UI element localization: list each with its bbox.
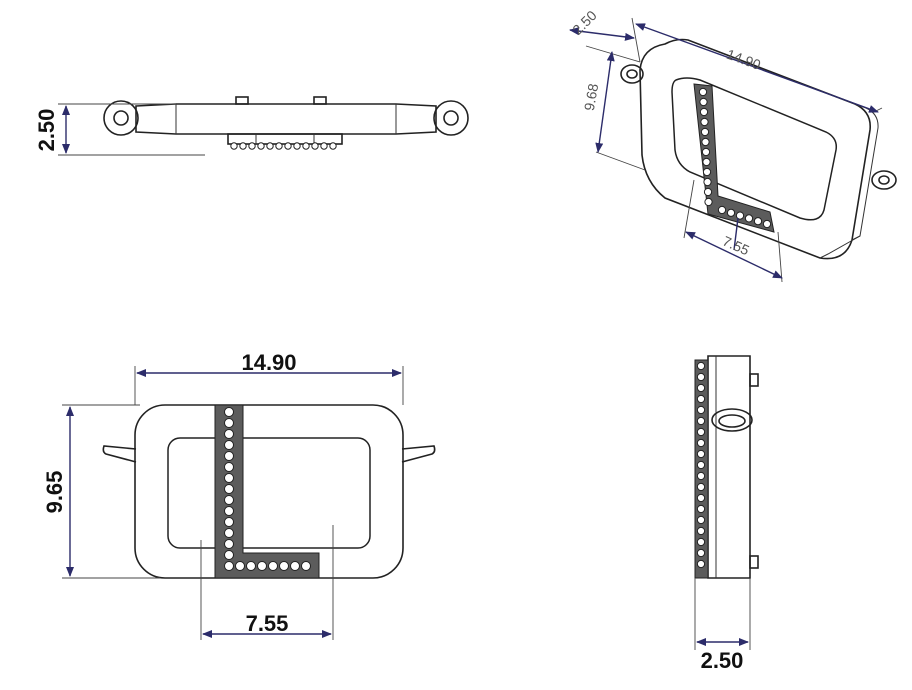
gem-stone bbox=[235, 561, 245, 571]
gem-stone bbox=[696, 471, 706, 481]
gem-stone bbox=[293, 142, 301, 150]
gem-stone bbox=[696, 383, 706, 393]
front-gem-bar bbox=[214, 404, 320, 579]
gem-stone bbox=[239, 142, 247, 150]
right-loop bbox=[433, 100, 469, 136]
right-view: 2.50 bbox=[694, 355, 759, 673]
gem-stone bbox=[279, 561, 289, 571]
gem-stone bbox=[224, 506, 234, 516]
gem-stone bbox=[735, 211, 745, 220]
gem-stone bbox=[701, 137, 710, 147]
gem-stone bbox=[275, 142, 283, 150]
isometric-view: 14.90 2.50 9.68 7.55 bbox=[569, 7, 897, 283]
gem-stone bbox=[257, 561, 267, 571]
gem-stone bbox=[329, 142, 337, 150]
side-body bbox=[135, 103, 437, 135]
iso-height-label: 9.68 bbox=[581, 82, 602, 112]
gem-stone bbox=[698, 87, 708, 97]
gem-stone bbox=[224, 407, 234, 417]
gem-stone bbox=[702, 157, 711, 167]
gem-stone bbox=[696, 438, 706, 448]
gem-stone bbox=[224, 484, 234, 494]
gem-stone bbox=[301, 561, 311, 571]
gem-stone bbox=[696, 493, 706, 503]
gem-stone bbox=[753, 217, 763, 226]
gem-stone bbox=[702, 167, 712, 177]
left-loop bbox=[103, 100, 139, 136]
gem-stone bbox=[224, 462, 234, 472]
right-thickness-label: 2.50 bbox=[701, 648, 744, 673]
gem-stone bbox=[696, 405, 706, 415]
gem-stone bbox=[290, 561, 300, 571]
gem-stone bbox=[224, 561, 234, 571]
gem-stone bbox=[224, 473, 234, 483]
gem-stone bbox=[224, 440, 234, 450]
gem-stone bbox=[696, 515, 706, 525]
right-body bbox=[707, 355, 751, 579]
gem-stone bbox=[284, 142, 292, 150]
front-window bbox=[167, 437, 371, 549]
gem-stone bbox=[224, 418, 234, 428]
front-height-label: 9.65 bbox=[42, 471, 67, 514]
gem-stone bbox=[246, 561, 256, 571]
gem-stone bbox=[224, 528, 234, 538]
gem-stone bbox=[744, 214, 754, 223]
gem-stone bbox=[696, 361, 706, 371]
gem-stone bbox=[302, 142, 310, 150]
iso-width-label: 14.90 bbox=[725, 46, 764, 73]
gem-stone bbox=[248, 142, 256, 150]
gem-stone bbox=[696, 548, 706, 558]
gem-stone bbox=[311, 142, 319, 150]
gem-stone bbox=[224, 495, 234, 505]
right-loop bbox=[711, 408, 753, 432]
gem-stone bbox=[224, 550, 234, 560]
gem-stone bbox=[696, 559, 706, 569]
gem-stone bbox=[699, 97, 708, 107]
front-view: 14.90 9.65 7.55 bbox=[42, 350, 436, 640]
gem-stone bbox=[700, 127, 710, 137]
side-view: 2.50 bbox=[34, 96, 469, 156]
gem-stone bbox=[726, 208, 736, 217]
gem-stone bbox=[696, 504, 706, 514]
gem-stone bbox=[696, 526, 706, 536]
iso-bar-label: 7.55 bbox=[720, 233, 752, 259]
gem-stone bbox=[696, 537, 706, 547]
gem-stone bbox=[257, 142, 265, 150]
gem-stone bbox=[224, 539, 234, 549]
front-width-label: 14.90 bbox=[241, 350, 296, 375]
front-bar-label: 7.55 bbox=[246, 611, 289, 636]
gem-stone bbox=[703, 187, 713, 197]
gem-stone bbox=[696, 460, 706, 470]
gem-stone bbox=[224, 429, 234, 439]
gem-stone bbox=[696, 394, 706, 404]
gem-stone bbox=[266, 142, 274, 150]
gem-stone bbox=[224, 517, 234, 527]
gem-stone bbox=[696, 427, 706, 437]
gem-stone bbox=[230, 142, 238, 150]
side-gem-row bbox=[230, 142, 337, 150]
gem-stone bbox=[701, 147, 711, 157]
gem-stone bbox=[696, 416, 706, 426]
gem-stone bbox=[224, 451, 234, 461]
gem-stone bbox=[268, 561, 278, 571]
side-height-label: 2.50 bbox=[34, 109, 59, 152]
gem-stone bbox=[700, 117, 709, 127]
gem-stone bbox=[703, 177, 712, 187]
gem-stone bbox=[696, 482, 706, 492]
gem-stone bbox=[320, 142, 328, 150]
gem-stone bbox=[699, 107, 709, 117]
gem-stone bbox=[696, 449, 706, 459]
gem-stone bbox=[717, 205, 727, 215]
gem-stone bbox=[696, 372, 706, 382]
gem-stone bbox=[762, 219, 772, 229]
gem-stone bbox=[704, 197, 713, 207]
